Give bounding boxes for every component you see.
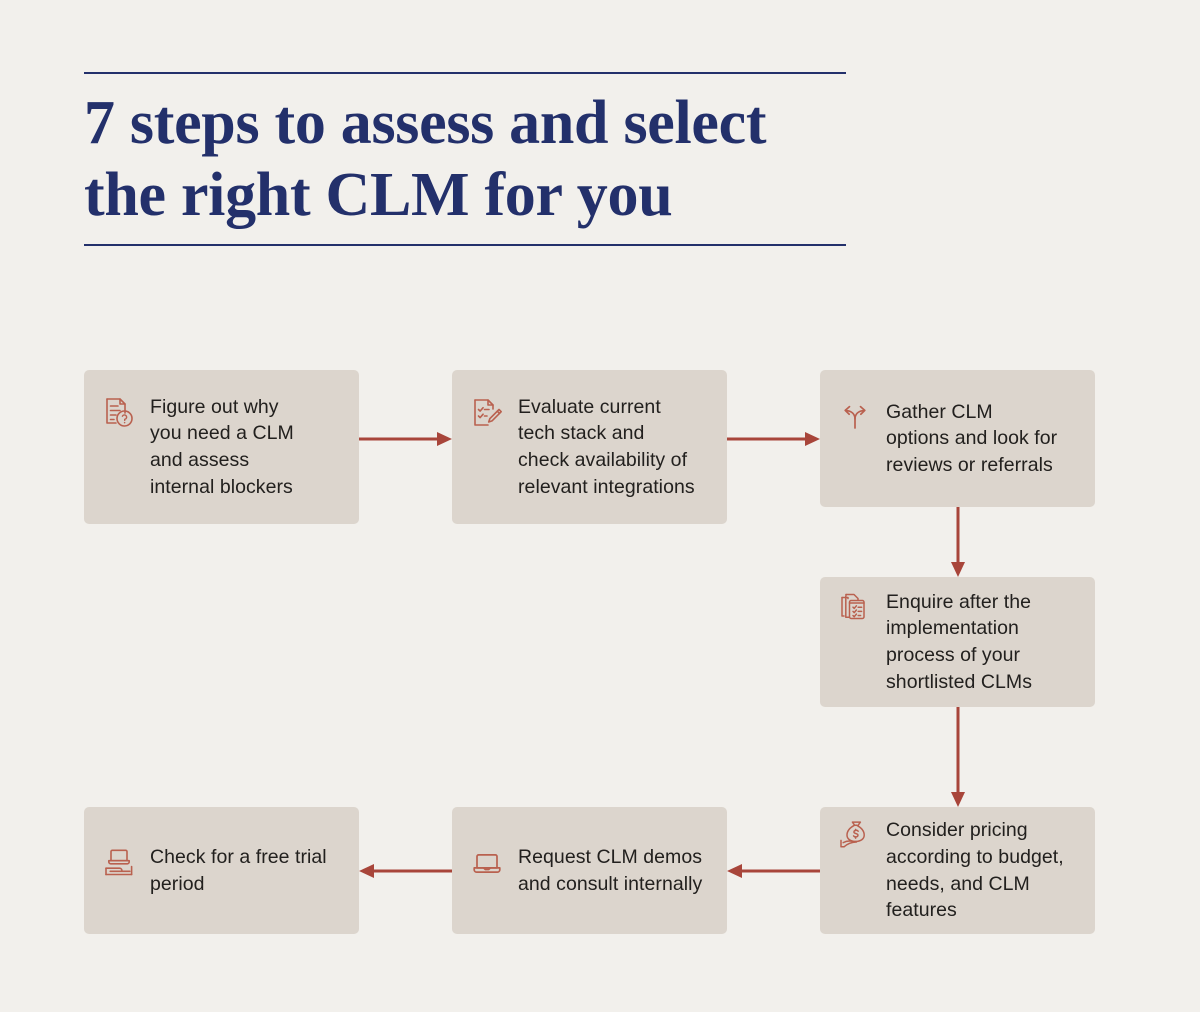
- arrow-node4-to-node5: [948, 707, 968, 807]
- flow-node-6[interactable]: Request CLM demos and consult internally: [452, 807, 727, 934]
- page-header: 7 steps to assess and select the right C…: [84, 72, 846, 246]
- header-rule-bottom: [84, 243, 846, 246]
- stacked-documents-checklist-icon: [838, 591, 872, 625]
- flow-node-4[interactable]: Enquire after the implementation process…: [820, 577, 1095, 707]
- flow-node-6-label: Request CLM demos and consult internally: [518, 845, 703, 895]
- branching-arrows-icon: [838, 401, 872, 435]
- document-question-icon: [102, 396, 136, 430]
- flow-node-4-label: Enquire after the implementation process…: [886, 590, 1033, 693]
- arrow-node6-to-node7: [359, 861, 452, 881]
- flow-node-2[interactable]: Evaluate current tech stack and check av…: [452, 370, 727, 524]
- flow-node-5-label: Consider pricing according to budget, ne…: [886, 819, 1064, 922]
- arrow-node2-to-node3: [727, 429, 820, 449]
- flow-node-7-label: Check for a free trial period: [150, 845, 327, 895]
- flow-node-7[interactable]: Check for a free trial period: [84, 807, 359, 934]
- flow-node-3-label: Gather CLM options and look for reviews …: [886, 400, 1058, 476]
- flow-node-1[interactable]: Figure out why you need a CLM and assess…: [84, 370, 359, 524]
- flow-node-1-label: Figure out why you need a CLM and assess…: [150, 395, 294, 498]
- laptop-hand-icon: [102, 846, 136, 880]
- page-title: 7 steps to assess and select the right C…: [84, 89, 767, 229]
- arrow-node5-to-node6: [727, 861, 820, 881]
- flow-node-2-label: Evaluate current tech stack and check av…: [518, 395, 695, 498]
- arrow-node3-to-node4: [948, 507, 968, 577]
- laptop-icon: [470, 846, 504, 880]
- flow-node-5[interactable]: Consider pricing according to budget, ne…: [820, 807, 1095, 934]
- hand-money-bag-icon: [838, 819, 872, 853]
- document-checklist-pencil-icon: [470, 396, 504, 430]
- arrow-node1-to-node2: [359, 429, 452, 449]
- header-rule-top: [84, 72, 846, 74]
- flow-node-3[interactable]: Gather CLM options and look for reviews …: [820, 370, 1095, 507]
